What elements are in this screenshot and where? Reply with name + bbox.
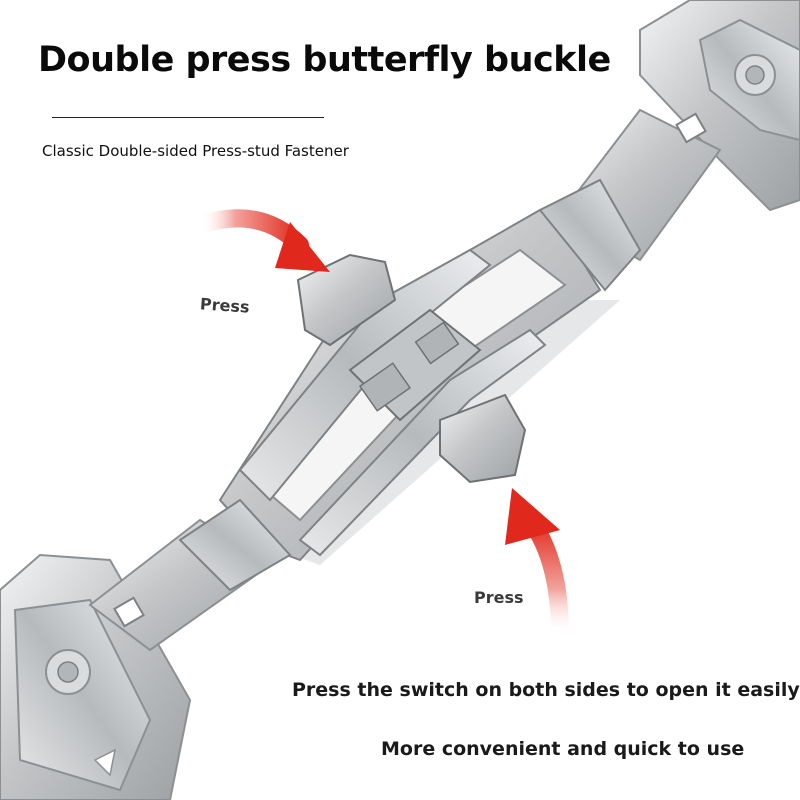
caption-line-2: More convenient and quick to use (381, 738, 745, 760)
arrow-top-icon (191, 209, 330, 272)
band-link-bottom-left (0, 518, 272, 800)
arrow-bottom-icon (505, 488, 569, 644)
title-divider (52, 117, 324, 118)
press-label-bottom: Press (474, 588, 524, 607)
band-link-top-right (558, 0, 800, 262)
page-title: Double press butterfly buckle (38, 40, 611, 80)
caption-line-1: Press the switch on both sides to open i… (292, 679, 800, 701)
page-subtitle: Classic Double-sided Press-stud Fastener (42, 142, 349, 160)
press-label-top: Press (199, 294, 251, 317)
butterfly-clasp (178, 178, 642, 592)
